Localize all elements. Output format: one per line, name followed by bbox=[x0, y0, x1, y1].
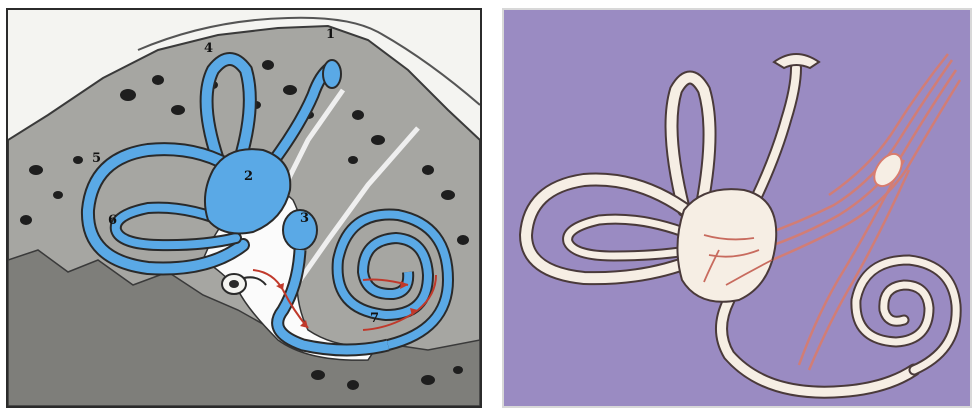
right-diagram-svg bbox=[504, 10, 970, 406]
left-diagram-inner-ear-section: 1 2 3 4 5 6 7 bbox=[6, 8, 482, 408]
label-6: 6 bbox=[108, 213, 117, 228]
left-diagram-svg: 1 2 3 4 5 6 7 bbox=[8, 10, 480, 406]
label-4: 4 bbox=[204, 41, 213, 56]
label-2: 2 bbox=[244, 169, 253, 184]
endolymphatic-sac bbox=[323, 60, 341, 88]
label-1: 1 bbox=[326, 27, 335, 42]
right-diagram-labyrinth bbox=[502, 8, 972, 408]
label-5: 5 bbox=[92, 151, 101, 166]
label-3: 3 bbox=[300, 211, 309, 226]
label-7: 7 bbox=[370, 311, 379, 326]
